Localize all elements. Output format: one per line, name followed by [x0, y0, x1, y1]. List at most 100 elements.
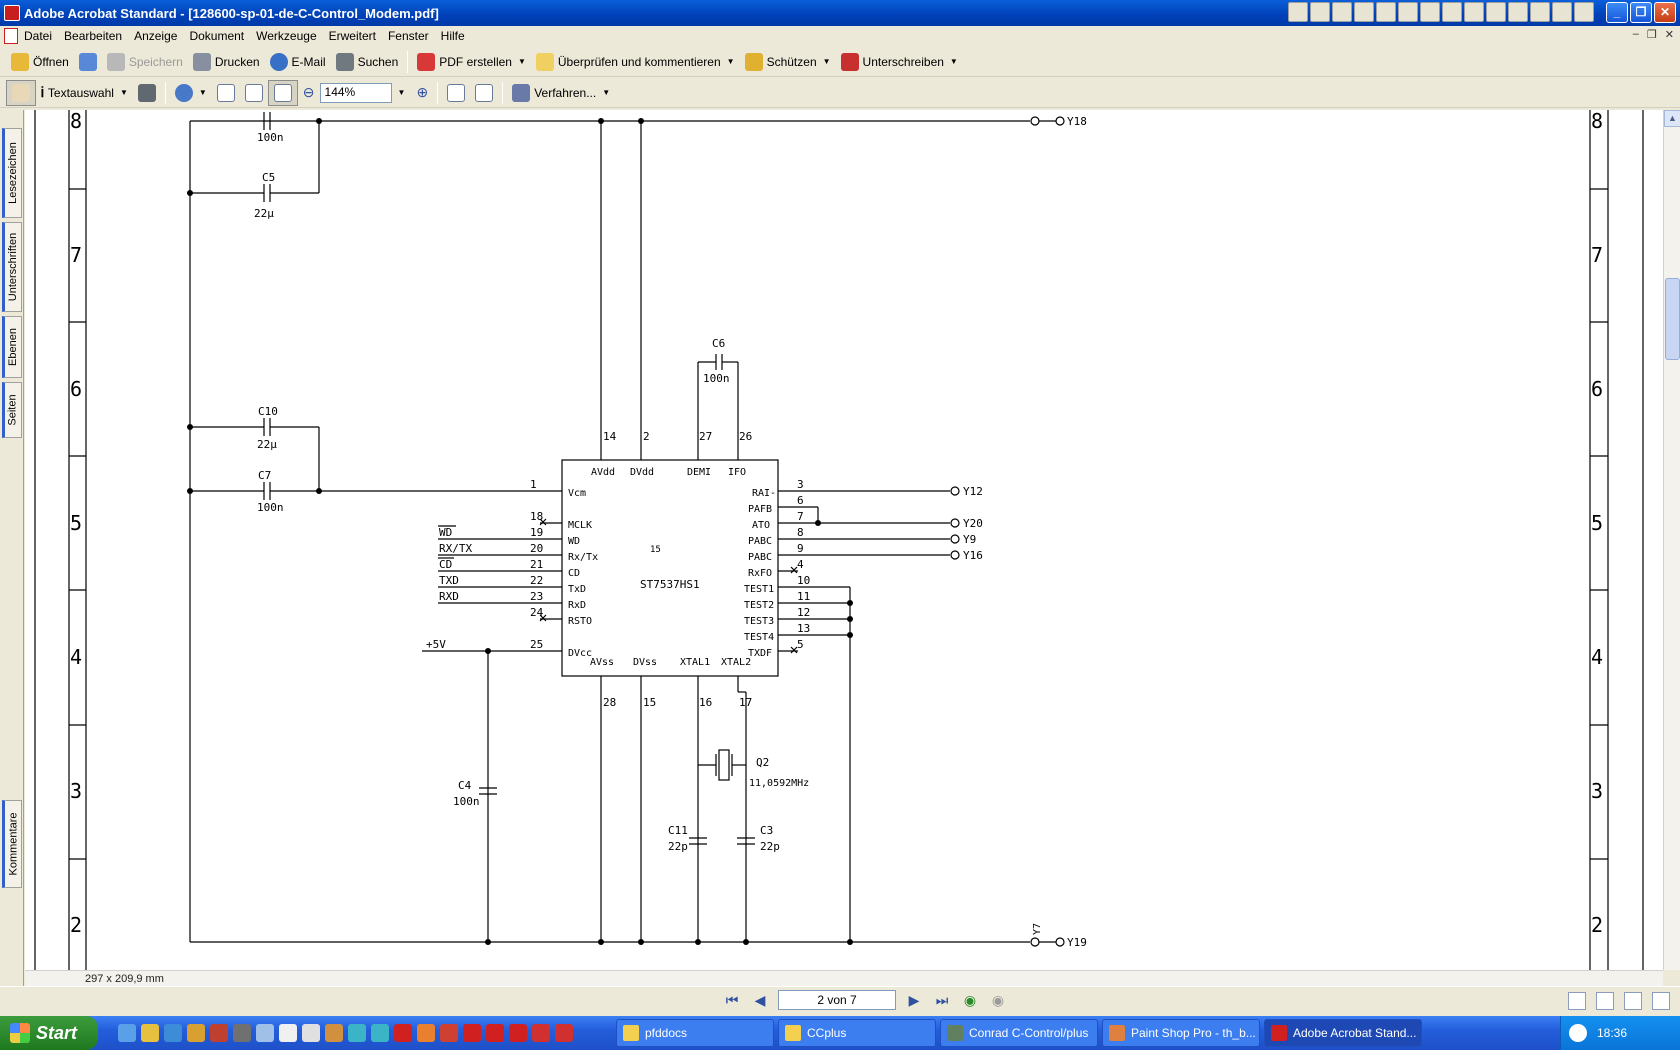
toolbar-app-icon[interactable]: [1310, 2, 1330, 22]
doc-minimize-button[interactable]: –: [1632, 28, 1639, 40]
toolbar-app-icon[interactable]: [1574, 2, 1594, 22]
rotate-right-button[interactable]: [470, 80, 498, 106]
task-ccplus[interactable]: CCplus: [778, 1019, 936, 1047]
toolbar-app-icon[interactable]: [1442, 2, 1462, 22]
menu-fenster[interactable]: Fenster: [387, 29, 429, 43]
quick-launch-icon[interactable]: [141, 1024, 159, 1042]
toolbar-app-icon[interactable]: [1530, 2, 1550, 22]
toolbar-app-icon[interactable]: [1508, 2, 1528, 22]
menu-erweitert[interactable]: Erweitert: [328, 29, 376, 43]
page-number-input[interactable]: 2 von 7: [778, 990, 896, 1010]
toolbar-app-icon[interactable]: [1552, 2, 1572, 22]
tab-bookmarks[interactable]: Lesezeichen: [2, 128, 22, 218]
quick-launch-icon[interactable]: [555, 1024, 573, 1042]
chevron-down-icon[interactable]: ▼: [397, 88, 406, 97]
quick-launch-icon[interactable]: [279, 1024, 297, 1042]
toolbar-app-icon[interactable]: [1420, 2, 1440, 22]
chevron-down-icon[interactable]: ▼: [517, 57, 526, 66]
forward-view-icon[interactable]: ◉: [991, 992, 1005, 1008]
zoom-input[interactable]: 144%: [319, 82, 392, 103]
continuous-facing-icon[interactable]: [1652, 992, 1670, 1010]
review-button[interactable]: Überprüfen und kommentieren ▼: [531, 49, 740, 75]
horizontal-scrollbar[interactable]: 297 x 209,9 mm: [25, 970, 1663, 986]
start-button[interactable]: Start: [0, 1016, 98, 1050]
chevron-down-icon[interactable]: ▼: [602, 88, 611, 97]
menu-bearbeiten[interactable]: Bearbeiten: [64, 29, 123, 43]
first-page-icon[interactable]: ⏮: [725, 992, 739, 1008]
facing-page-icon[interactable]: [1624, 992, 1642, 1010]
acrobat-app-icon[interactable]: [4, 5, 20, 21]
save-button[interactable]: Speichern: [102, 49, 188, 75]
doc-close-button[interactable]: ✕: [1664, 29, 1674, 41]
minimize-button[interactable]: _: [1606, 2, 1628, 23]
quick-launch-icon[interactable]: [256, 1024, 274, 1042]
quick-launch-icon[interactable]: [509, 1024, 527, 1042]
previous-page-icon[interactable]: ◀: [754, 992, 766, 1008]
menu-hilfe[interactable]: Hilfe: [440, 29, 465, 43]
quick-launch-icon[interactable]: [210, 1024, 228, 1042]
continuous-page-icon[interactable]: [1596, 992, 1614, 1010]
scroll-thumb[interactable]: [1665, 278, 1680, 360]
zoom-tool-button[interactable]: ▼: [170, 80, 212, 106]
zoom-in-button[interactable]: ⊕: [411, 80, 433, 106]
fit-page-button[interactable]: [240, 80, 268, 106]
toolbar-app-icon[interactable]: [1354, 2, 1374, 22]
quick-launch-icon[interactable]: [325, 1024, 343, 1042]
toolbar-app-icon[interactable]: [1486, 2, 1506, 22]
secure-button[interactable]: Schützen ▼: [740, 49, 836, 75]
pdf-doc-icon[interactable]: [4, 28, 18, 44]
chevron-down-icon[interactable]: ▼: [949, 57, 958, 66]
back-view-icon[interactable]: ◉: [963, 992, 977, 1008]
task-paintshop[interactable]: Paint Shop Pro - th_b...: [1102, 1019, 1260, 1047]
menu-werkzeuge[interactable]: Werkzeuge: [256, 29, 317, 43]
vertical-scrollbar[interactable]: ▲: [1663, 110, 1680, 970]
menu-anzeige[interactable]: Anzeige: [134, 29, 178, 43]
scroll-up-arrow-icon[interactable]: ▲: [1664, 110, 1680, 127]
last-page-icon[interactable]: ⏭: [935, 992, 949, 1008]
quick-launch-icon[interactable]: [118, 1024, 136, 1042]
toolbar-app-icon[interactable]: [1288, 2, 1308, 22]
toolbar-app-icon[interactable]: [1332, 2, 1352, 22]
tab-comments[interactable]: Kommentare: [2, 800, 22, 888]
tab-signatures[interactable]: Unterschriften: [2, 222, 22, 312]
open-button[interactable]: Öffnen: [6, 49, 74, 75]
next-page-icon[interactable]: ▶: [908, 992, 920, 1008]
quick-launch-icon[interactable]: [417, 1024, 435, 1042]
tab-layers[interactable]: Ebenen: [2, 316, 22, 378]
actual-size-button[interactable]: [212, 80, 240, 106]
quick-launch-icon[interactable]: [164, 1024, 182, 1042]
chevron-down-icon[interactable]: ▼: [822, 57, 831, 66]
print-button[interactable]: Drucken: [188, 49, 265, 75]
doc-restore-button[interactable]: ❐: [1646, 29, 1657, 41]
toolbar-app-icon[interactable]: [1464, 2, 1484, 22]
quick-launch-icon[interactable]: [302, 1024, 320, 1042]
toolbar-app-icon[interactable]: [1398, 2, 1418, 22]
restore-button[interactable]: ❐: [1630, 2, 1652, 23]
quick-launch-icon[interactable]: [394, 1024, 412, 1042]
fit-width-button[interactable]: [267, 79, 298, 106]
search-button[interactable]: Suchen: [331, 49, 404, 75]
procedures-button[interactable]: Verfahren... ▼: [507, 80, 615, 106]
menu-datei[interactable]: Datei: [24, 29, 53, 43]
close-button[interactable]: ✕: [1654, 2, 1676, 23]
quick-launch-icon[interactable]: [486, 1024, 504, 1042]
task-pfddocs[interactable]: pfddocs: [616, 1019, 774, 1047]
tray-expand-icon[interactable]: [1569, 1024, 1587, 1042]
task-acrobat[interactable]: Adobe Acrobat Stand...: [1264, 1019, 1422, 1047]
rotate-left-button[interactable]: [442, 80, 470, 106]
chevron-down-icon[interactable]: ▼: [726, 57, 735, 66]
quick-launch-icon[interactable]: [348, 1024, 366, 1042]
quick-launch-icon[interactable]: [371, 1024, 389, 1042]
organizer-button[interactable]: [74, 49, 102, 75]
menu-dokument[interactable]: Dokument: [189, 29, 245, 43]
quick-launch-icon[interactable]: [187, 1024, 205, 1042]
tab-pages[interactable]: Seiten: [2, 382, 22, 438]
chevron-down-icon[interactable]: ▼: [198, 88, 207, 97]
task-conrad[interactable]: Conrad C-Control/plus: [940, 1019, 1098, 1047]
quick-launch-icon[interactable]: [532, 1024, 550, 1042]
snapshot-button[interactable]: [133, 80, 161, 106]
hand-tool-button[interactable]: [6, 79, 36, 106]
document-view[interactable]: 8 7 6 5 4 3 2 8 7 6 5 4 3 2 100n C5 22µ …: [25, 110, 1663, 970]
select-text-button[interactable]: Ꭵ Textauswahl ▼: [36, 80, 133, 106]
sign-button[interactable]: Unterschreiben ▼: [836, 49, 963, 75]
